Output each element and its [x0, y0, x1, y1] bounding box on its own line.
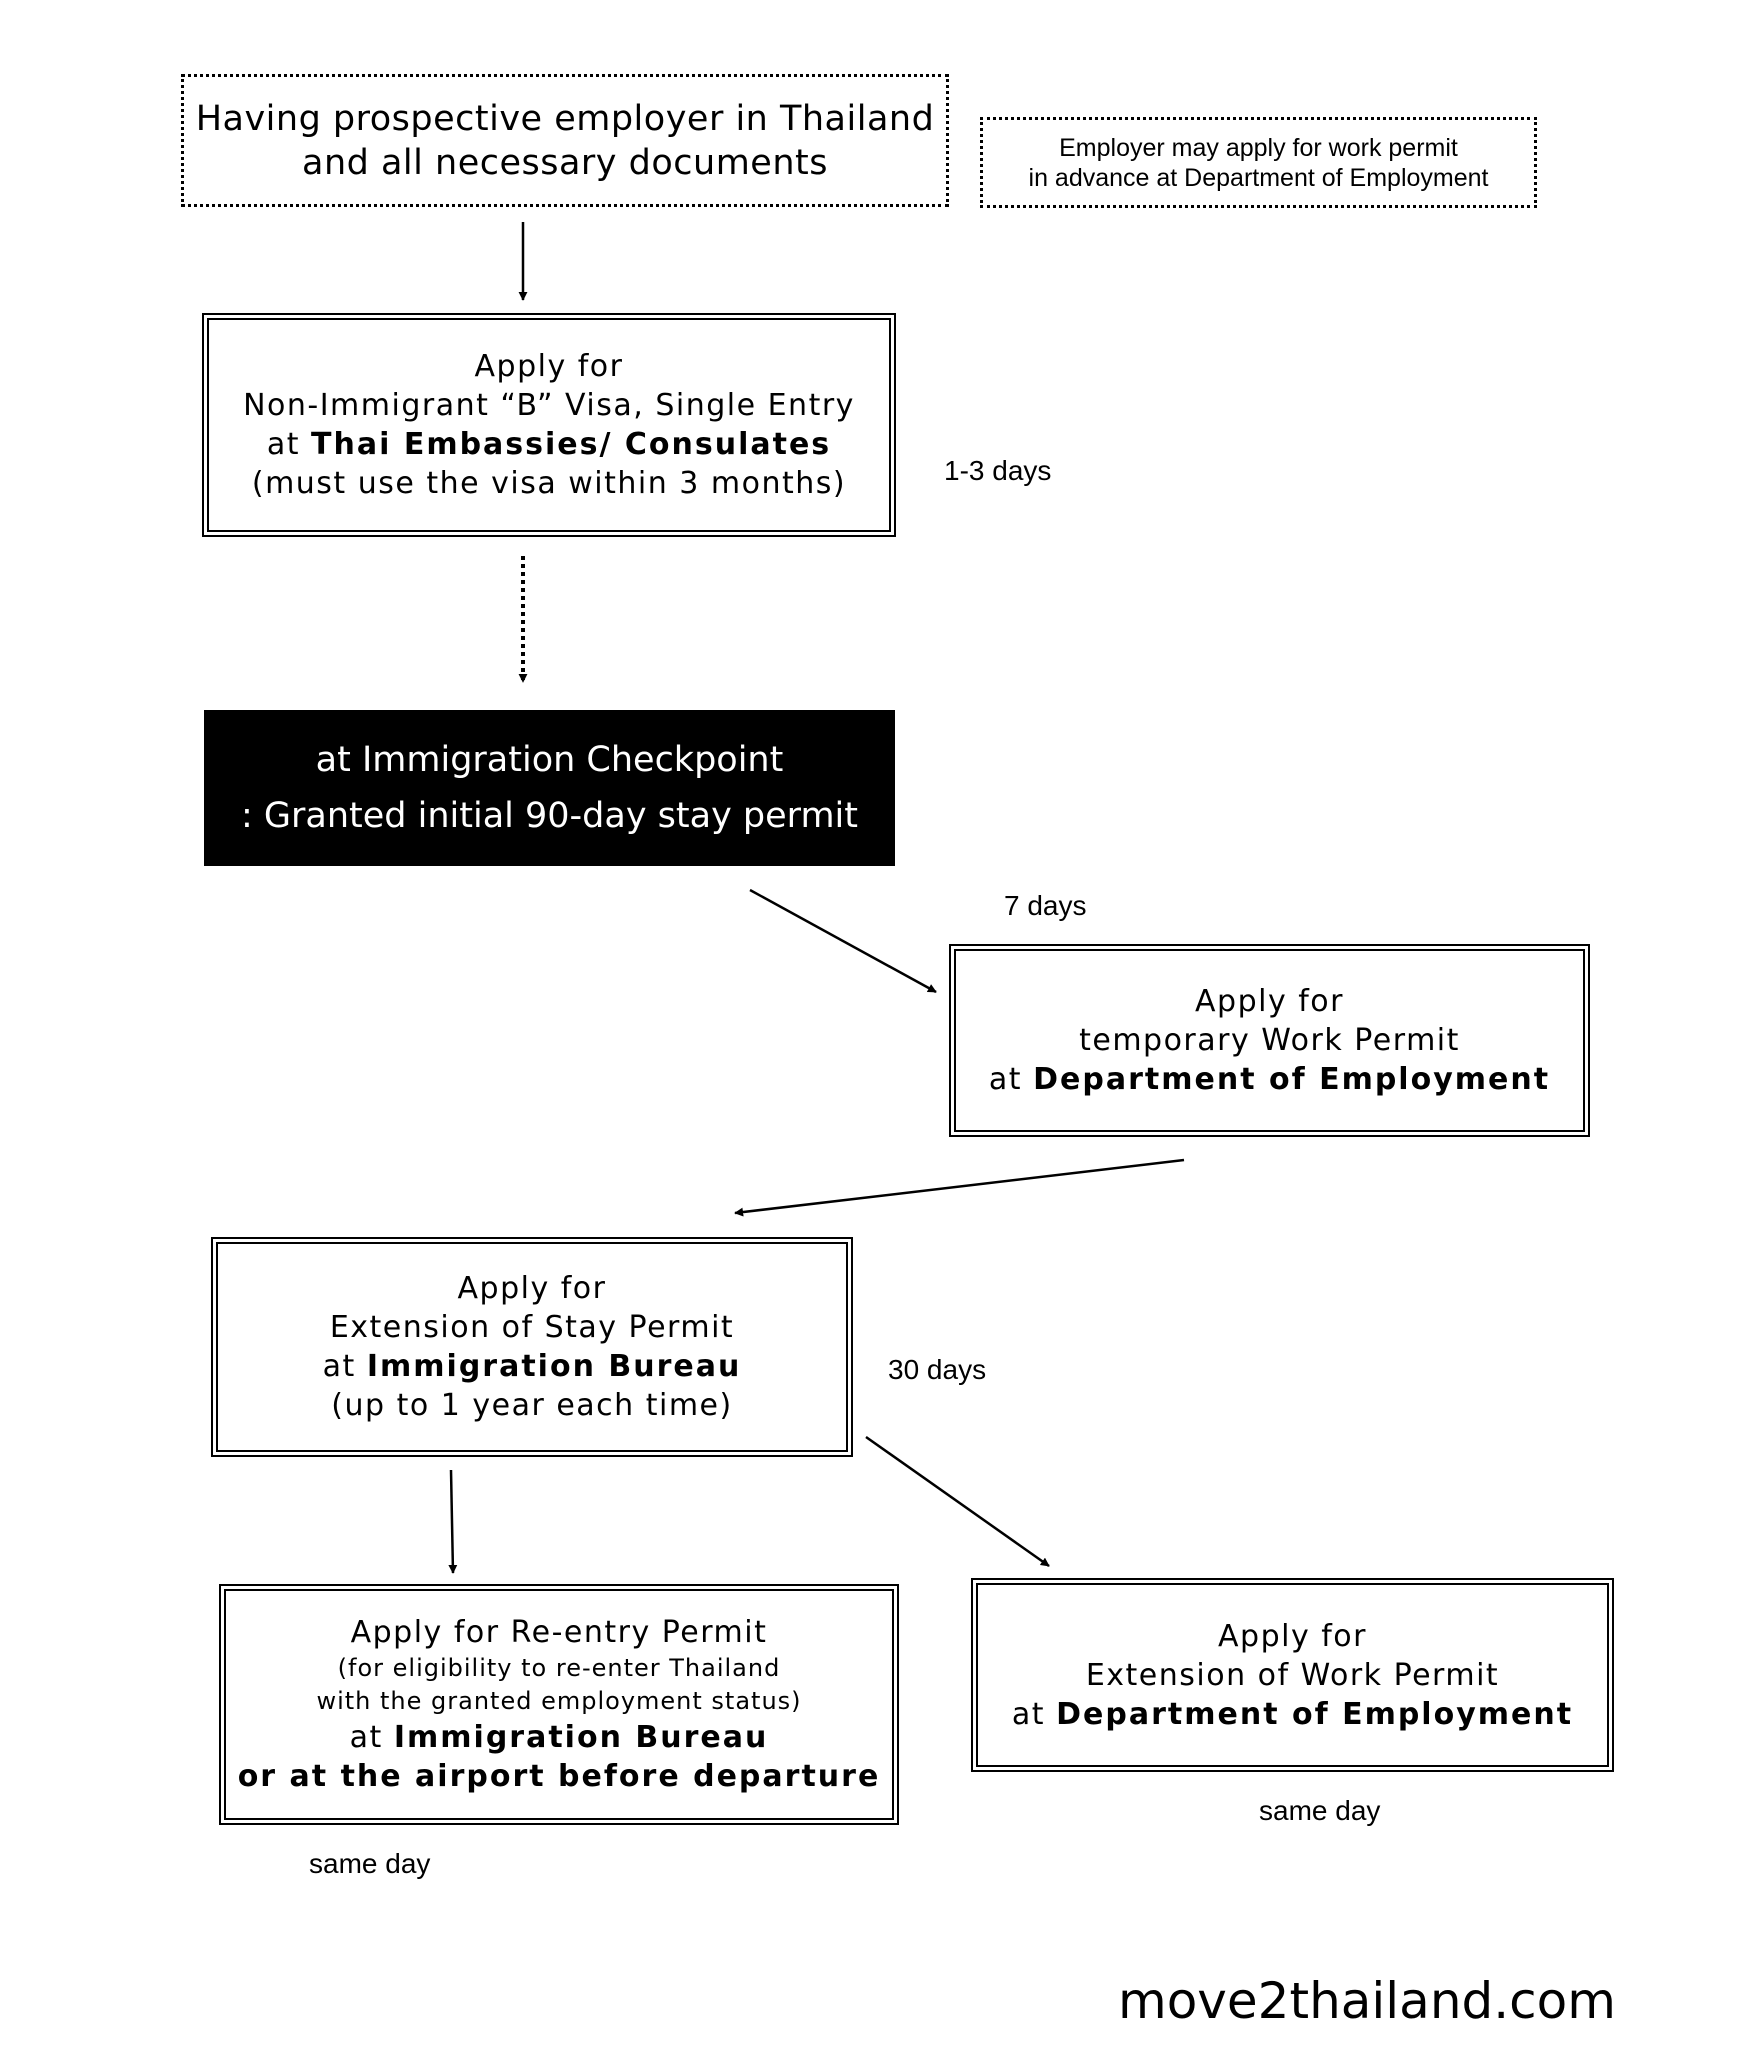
start-line-1: Having prospective employer in Thailand — [195, 98, 935, 139]
extension-work-line-1: Apply for — [1218, 1618, 1367, 1654]
visa-location: Thai Embassies/ Consulates — [311, 427, 832, 462]
extension-work-line-2: Extension of Work Permit — [1085, 1657, 1500, 1693]
duration-visa: 1-3 days — [944, 455, 1052, 486]
extension-stay-line-3: at Immigration Bureau — [323, 1347, 742, 1386]
duration-work-extension: same day — [1259, 1795, 1381, 1826]
temp-work-permit-box: Apply for temporary Work Permit at Depar… — [949, 944, 1590, 1137]
checkpoint-box: at Immigration Checkpoint : Granted init… — [204, 710, 895, 866]
temp-work-line-3: at Department of Employment — [989, 1060, 1550, 1099]
temp-work-location: Department of Employment — [1033, 1062, 1551, 1097]
duration-reentry: same day — [309, 1848, 431, 1879]
reentry-airport: or at the airport before departure — [237, 1759, 881, 1794]
visa-line-3: at Thai Embassies/ Consulates — [267, 425, 831, 464]
duration-stay-extension: 30 days — [888, 1354, 987, 1385]
checkpoint-line-2: : Granted initial 90-day stay permit — [240, 796, 858, 836]
extension-stay-prefix: at — [322, 1349, 356, 1384]
extension-work-prefix: at — [1011, 1696, 1046, 1732]
reentry-line-1: Apply for Re-entry Permit — [350, 1615, 768, 1650]
reentry-line-5: or at the airport before departure — [238, 1757, 881, 1796]
visa-box: Apply for Non-Immigrant “B” Visa, Single… — [202, 313, 896, 537]
extension-stay-line-1: Apply for — [457, 1271, 607, 1306]
note-line-2: in advance at Department of Employment — [1028, 163, 1489, 192]
visa-line-2: Non-Immigrant “B” Visa, Single Entry — [243, 388, 855, 423]
extension-stay-box: Apply for Extension of Stay Permit at Im… — [211, 1237, 853, 1457]
visa-line-4: (must use the visa within 3 months) — [251, 466, 847, 501]
temp-work-line-2: temporary Work Permit — [1079, 1023, 1460, 1058]
visa-line-1: Apply for — [474, 349, 624, 384]
extension-stay-line-2: Extension of Stay Permit — [329, 1310, 735, 1345]
temp-work-prefix: at — [988, 1062, 1023, 1097]
extension-work-line-3: at Department of Employment — [1012, 1695, 1573, 1734]
start-box: Having prospective employer in Thailand … — [181, 74, 949, 207]
note-line-1: Employer may apply for work permit — [1059, 133, 1458, 162]
extension-stay-location: Immigration Bureau — [366, 1349, 742, 1384]
arrow-work-permit-to-extension — [734, 1158, 1185, 1217]
reentry-line-4: at Immigration Bureau — [350, 1718, 769, 1757]
arrow-extension-to-work-extension — [865, 1435, 1050, 1568]
arrow-checkpoint-to-work-permit — [749, 888, 937, 994]
extension-work-permit-box: Apply for Extension of Work Permit at De… — [971, 1578, 1614, 1772]
reentry-prefix: at — [349, 1720, 383, 1755]
duration-work-permit: 7 days — [1004, 890, 1087, 921]
employer-note-box: Employer may apply for work permit in ad… — [980, 117, 1537, 208]
extension-work-location: Department of Employment — [1056, 1696, 1574, 1732]
reentry-line-3: with the granted employment status) — [316, 1687, 802, 1715]
temp-work-line-1: Apply for — [1195, 984, 1344, 1019]
brand-watermark: move2thailand.com — [1118, 1972, 1616, 2030]
extension-stay-line-4: (up to 1 year each time) — [331, 1388, 733, 1423]
reentry-line-2: (for eligibility to re-enter Thailand — [337, 1654, 781, 1682]
visa-line-3-prefix: at — [266, 427, 300, 462]
start-line-2: and all necessary documents — [302, 142, 828, 183]
checkpoint-line-1: at Immigration Checkpoint — [315, 740, 784, 780]
arrow-extension-to-reentry — [448, 1469, 458, 1574]
reentry-permit-box: Apply for Re-entry Permit (for eligibili… — [219, 1584, 899, 1825]
reentry-location: Immigration Bureau — [393, 1720, 769, 1755]
